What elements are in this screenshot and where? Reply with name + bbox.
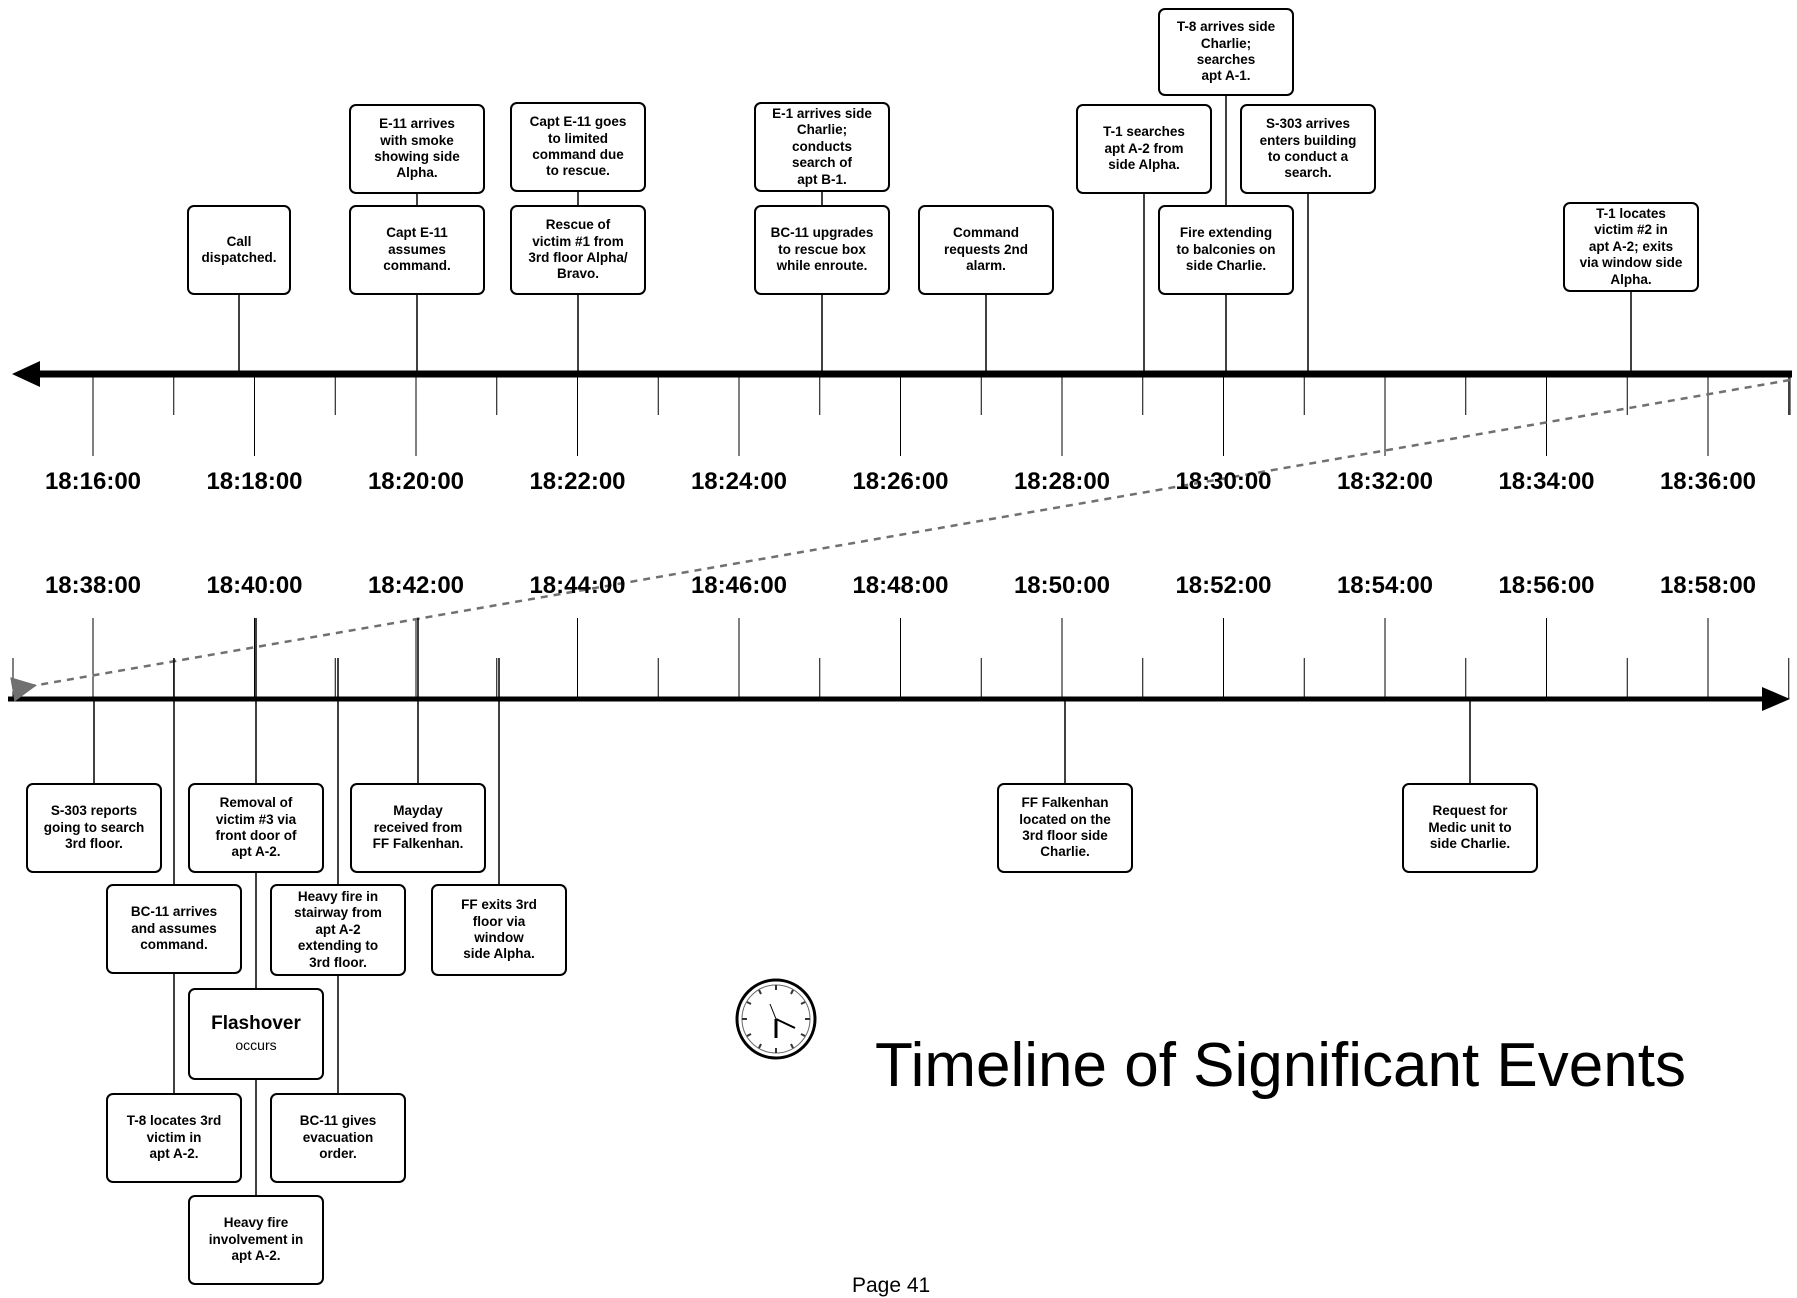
top-tick-label: 18:22:00 <box>529 468 626 495</box>
top-event-box: S-303 arrives enters building to conduct… <box>1240 104 1376 194</box>
bottom-event-box: Mayday received from FF Falkenhan. <box>350 783 486 873</box>
bottom-tick-label: 18:46:00 <box>690 572 788 599</box>
flashover-event-box: Flashover occurs <box>188 988 324 1080</box>
bottom-tick-label: 18:40:00 <box>206 572 303 599</box>
bottom-event-box: Heavy fire involvement in apt A-2. <box>188 1195 324 1285</box>
event-subtitle: occurs <box>235 1037 277 1054</box>
bottom-event-box: FF Falkenhan located on the 3rd floor si… <box>997 783 1133 873</box>
bottom-tick-label: 18:42:00 <box>367 572 465 599</box>
top-event-box: BC-11 upgrades to rescue box while enrou… <box>754 205 890 295</box>
continuation-connector-arrow <box>10 378 1791 702</box>
bottom-tick-label: 18:48:00 <box>852 572 949 599</box>
top-tick-label: 18:20:00 <box>367 468 465 495</box>
top-tick-label: 18:28:00 <box>1013 468 1111 495</box>
event-title: Flashover <box>211 1013 301 1035</box>
top-tick-label: 18:32:00 <box>1336 468 1434 495</box>
bottom-tick-label: 18:56:00 <box>1498 572 1595 599</box>
bottom-tick-label: 18:58:00 <box>1659 572 1757 599</box>
bottom-event-box: Heavy fire in stairway from apt A-2 exte… <box>270 884 406 976</box>
bottom-event-box: BC-11 gives evacuation order. <box>270 1093 406 1183</box>
top-event-box: Capt E-11 assumes command. <box>349 205 485 295</box>
bottom-event-box: FF exits 3rd floor via window side Alpha… <box>431 884 567 976</box>
bottom-tick-label: 18:54:00 <box>1336 572 1434 599</box>
top-event-box: Call dispatched. <box>187 205 291 295</box>
top-event-box: Rescue of victim #1 from 3rd floor Alpha… <box>510 205 646 295</box>
top-tick-label: 18:34:00 <box>1498 468 1595 495</box>
top-tick-label: 18:18:00 <box>206 468 303 495</box>
top-axis-arrowhead <box>12 361 40 387</box>
bottom-event-box: Request for Medic unit to side Charlie. <box>1402 783 1538 873</box>
clock-icon <box>735 978 817 1060</box>
top-event-box: E-1 arrives side Charlie; conducts searc… <box>754 102 890 192</box>
bottom-tick-label: 18:50:00 <box>1013 572 1111 599</box>
page-title: Timeline of Significant Events <box>875 1031 1686 1100</box>
bottom-tick-label: 18:52:00 <box>1175 572 1272 599</box>
bottom-tick-label: 18:44:00 <box>529 572 626 599</box>
top-event-box: Fire extending to balconies on side Char… <box>1158 205 1294 295</box>
top-event-box: E-11 arrives with smoke showing side Alp… <box>349 104 485 194</box>
bottom-tick-label: 18:38:00 <box>44 572 142 599</box>
top-event-box: T-1 locates victim #2 in apt A-2; exits … <box>1563 202 1699 292</box>
bottom-event-box: Removal of victim #3 via front door of a… <box>188 783 324 873</box>
bottom-event-box: S-303 reports going to search 3rd floor. <box>26 783 162 873</box>
top-event-box: Capt E-11 goes to limited command due to… <box>510 102 646 192</box>
top-tick-label: 18:24:00 <box>690 468 788 495</box>
top-tick-label: 18:30:00 <box>1175 468 1272 495</box>
bottom-event-box: T-8 locates 3rd victim in apt A-2. <box>106 1093 242 1183</box>
top-tick-label: 18:36:00 <box>1659 468 1757 495</box>
bottom-axis-arrowhead <box>1762 687 1790 711</box>
top-event-box: Command requests 2nd alarm. <box>918 205 1054 295</box>
top-tick-label: 18:26:00 <box>852 468 949 495</box>
top-event-box: T-1 searches apt A-2 from side Alpha. <box>1076 104 1212 194</box>
top-event-box: T-8 arrives side Charlie; searches apt A… <box>1158 8 1294 96</box>
bottom-event-box: BC-11 arrives and assumes command. <box>106 884 242 974</box>
page-number: Page 41 <box>852 1274 931 1297</box>
top-tick-label: 18:16:00 <box>44 468 142 495</box>
